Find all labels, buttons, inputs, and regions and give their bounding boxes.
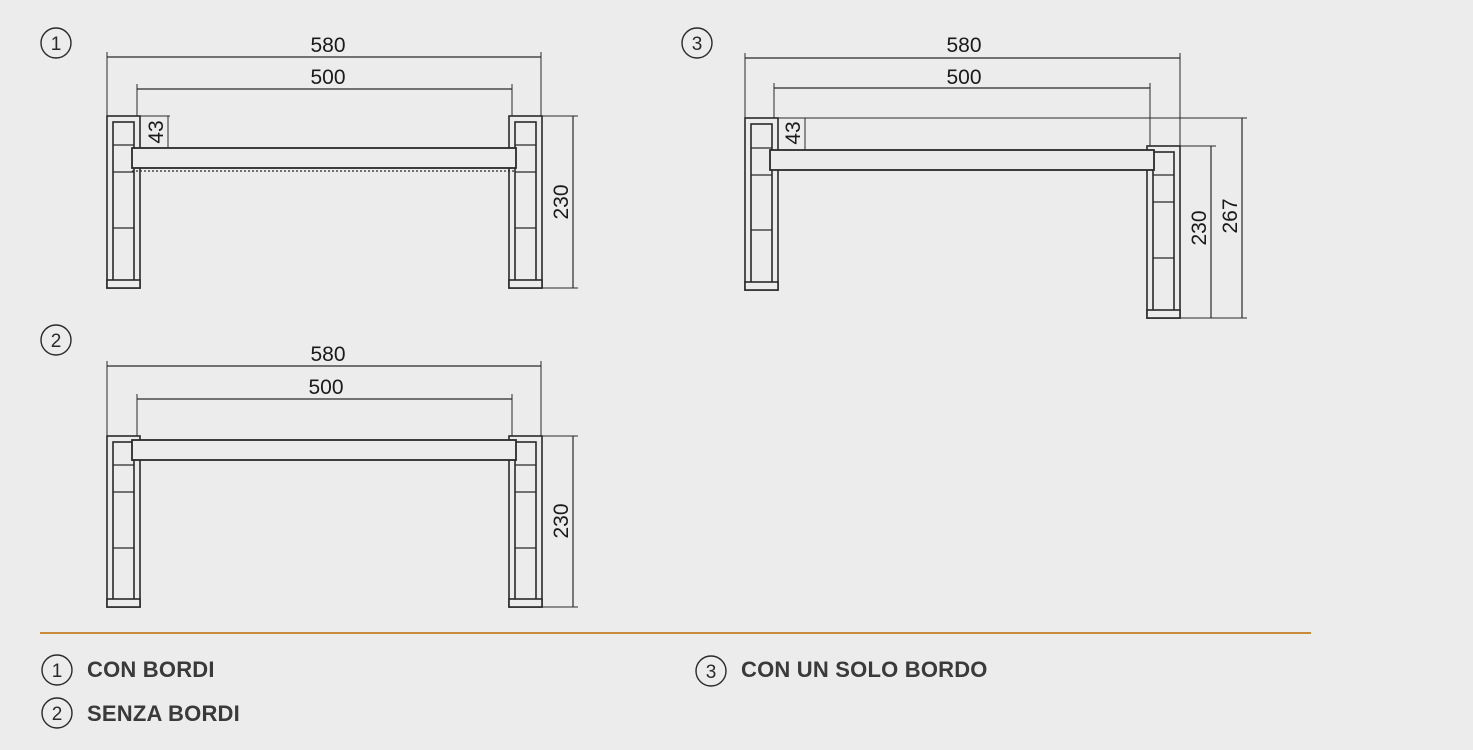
legend-item-2-number: 2	[52, 704, 63, 725]
legend-item-3-label: CON UN SOLO BORDO	[741, 657, 988, 682]
diagram-2-dim-outer: 580	[310, 343, 345, 366]
diagram-3-dim-side: 43	[782, 121, 805, 144]
diagram-1: 1 580 500 43 230	[40, 27, 578, 289]
diagram-2-dim-height: 230	[550, 503, 573, 538]
diagram-3-number: 3	[692, 34, 703, 55]
diagram-1-number: 1	[51, 34, 62, 55]
diagram-3-dim-height-total: 267	[1219, 198, 1242, 233]
diagram-3: 3 580 500 43 230 267	[681, 27, 1247, 319]
legend: 1 CON BORDI 2 SENZA BORDI 3 CON UN SOLO …	[41, 654, 988, 729]
legend-item-2: 2 SENZA BORDI	[41, 697, 240, 729]
diagram-1-dim-height: 230	[550, 184, 573, 219]
diagram-3-dim-outer: 580	[946, 34, 981, 57]
diagram-1-dim-inner: 500	[310, 66, 345, 89]
diagram-1-number-circle	[40, 27, 72, 59]
legend-item-1: 1 CON BORDI	[41, 654, 215, 686]
legend-item-3: 3 CON UN SOLO BORDO	[695, 655, 988, 687]
diagram-2: 2 580 500 230	[40, 324, 578, 608]
diagram-2-number-circle	[40, 324, 72, 356]
diagram-1-dim-outer: 580	[310, 34, 345, 57]
legend-item-1-number: 1	[52, 661, 63, 682]
diagram-3-dim-height: 230	[1188, 210, 1211, 245]
diagram-1-dim-side: 43	[145, 120, 168, 143]
legend-item-3-number: 3	[706, 662, 717, 683]
diagram-3-number-circle	[681, 27, 713, 59]
legend-item-2-label: SENZA BORDI	[87, 701, 240, 726]
diagram-2-number: 2	[51, 331, 62, 352]
diagram-3-dim-inner: 500	[946, 66, 981, 89]
legend-item-1-label: CON BORDI	[87, 657, 215, 682]
diagram-2-dim-inner: 500	[308, 376, 343, 399]
